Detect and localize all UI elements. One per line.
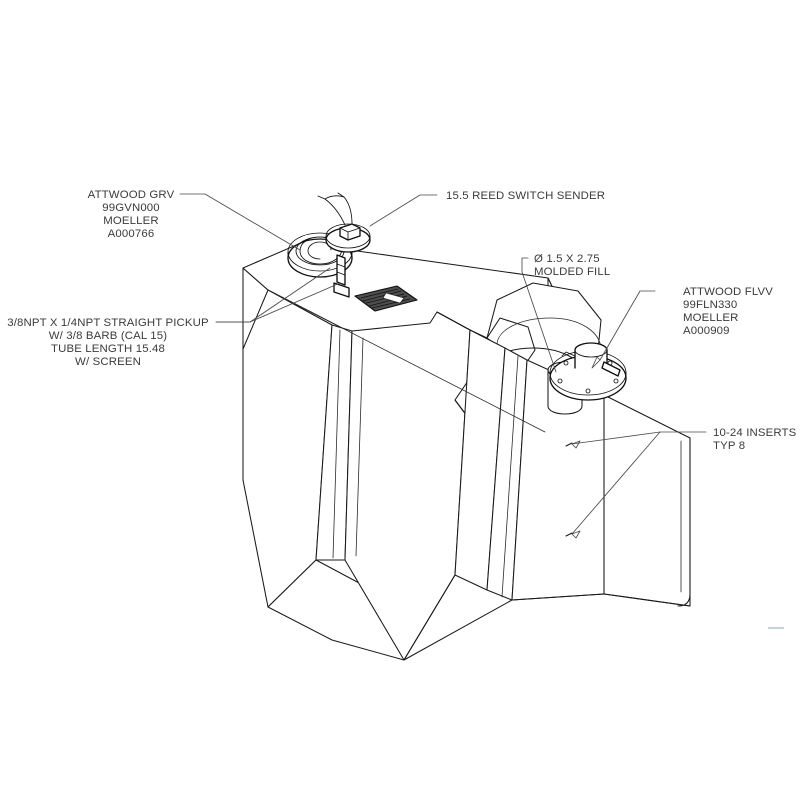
grv-line-2: 99GVN000 bbox=[102, 202, 160, 214]
inserts-line-2: TYP 8 bbox=[713, 440, 745, 452]
leader-pickup-branch bbox=[249, 267, 331, 323]
leader-flvv bbox=[599, 290, 656, 361]
sender-housing bbox=[339, 223, 361, 241]
straight-pickup-callout: 3/8NPT X 1/4NPT STRAIGHT PICKUP W/ 3/8 B… bbox=[7, 317, 209, 368]
tank-right-corner-radius bbox=[677, 437, 691, 607]
sender-wire-right bbox=[337, 192, 353, 225]
threaded-insert-lower bbox=[565, 532, 573, 537]
attwood-grv-callout: ATTWOOD GRV 99GVN000 MOELLER A000766 bbox=[88, 189, 175, 240]
molded-fill-line-2: MOLDED FILL bbox=[534, 266, 610, 278]
threaded-insert-upper bbox=[565, 442, 573, 447]
sender-flange-side bbox=[325, 235, 371, 241]
tank-rib-right-a-crease bbox=[501, 355, 519, 598]
grv-barb-foot bbox=[333, 282, 350, 298]
leader-inserts-lower bbox=[571, 431, 661, 535]
leader-flvv-arrow bbox=[591, 356, 601, 369]
molded-fill-line-1: Ø 1.5 X 2.75 bbox=[534, 253, 600, 265]
flvv-bolt-1 bbox=[557, 378, 563, 384]
flvv-line-2: 99FLN330 bbox=[683, 299, 737, 311]
leader-molded-fill bbox=[521, 257, 557, 373]
flvv-line-4: A000909 bbox=[683, 325, 730, 337]
tank-rib-left-crease bbox=[332, 329, 341, 559]
molded-fuel-tank-body bbox=[242, 242, 691, 661]
tank-right-outer-panel bbox=[603, 394, 691, 607]
flvv-flange-side bbox=[549, 372, 627, 379]
leader-inserts-upper bbox=[571, 431, 661, 445]
pickup-line-1: 3/8NPT X 1/4NPT STRAIGHT PICKUP bbox=[7, 317, 209, 329]
flvv-side-barb bbox=[601, 361, 621, 377]
insert-lower-mark bbox=[565, 532, 573, 537]
pickup-line-4: W/ SCREEN bbox=[75, 356, 141, 368]
tank-center-channel-seam bbox=[355, 337, 364, 557]
flvv-flange-fitting bbox=[549, 342, 627, 401]
tank-label-decal bbox=[354, 285, 418, 312]
leader-grv bbox=[179, 193, 301, 251]
decal-white-block bbox=[382, 292, 405, 304]
sender-wire-loop bbox=[324, 195, 345, 200]
tank-pocket-inner-wall bbox=[496, 317, 602, 351]
flvv-bolt-4 bbox=[563, 360, 569, 366]
sender-wire-left bbox=[317, 195, 346, 226]
grv-flange-side bbox=[287, 251, 353, 259]
pickup-line-3: TUBE LENGTH 15.48 bbox=[51, 343, 165, 355]
leader-sender bbox=[369, 194, 438, 227]
flvv-bolt-2 bbox=[585, 388, 591, 394]
pickup-line-2: W/ 3/8 BARB (CAL 15) bbox=[49, 330, 167, 342]
tank-bottom-edge-a bbox=[403, 574, 456, 661]
reed-switch-sender-callout: 15.5 REED SWITCH SENDER bbox=[446, 190, 605, 202]
inserts-line-1: 10-24 INSERTS bbox=[713, 427, 797, 439]
flvv-line-3: MOELLER bbox=[683, 312, 739, 324]
sender-housing-edges bbox=[339, 227, 361, 241]
grv-line-1: ATTWOOD GRV bbox=[88, 189, 175, 201]
grv-stem-ribs bbox=[336, 263, 346, 276]
flvv-tab bbox=[561, 351, 576, 357]
reed-switch-sender-fitting bbox=[317, 192, 371, 253]
flvv-bolt-3 bbox=[613, 378, 619, 384]
molded-fill-callout: Ø 1.5 X 2.75 MOLDED FILL bbox=[534, 253, 610, 278]
flvv-boss-top bbox=[574, 342, 608, 358]
tank-top-front-crease bbox=[267, 289, 546, 433]
insert-upper-mark bbox=[565, 442, 573, 447]
tank-bottom-edge-c bbox=[511, 593, 691, 607]
leader-inserts-upper-arrow bbox=[571, 440, 581, 449]
attwood-flvv-callout: ATTWOOD FLVV 99FLN330 MOELLER A000909 bbox=[683, 286, 773, 337]
grv-line-3: MOELLER bbox=[103, 215, 159, 227]
tank-bottom-edge-b bbox=[403, 599, 513, 661]
grv-line-4: A000766 bbox=[108, 228, 155, 240]
leader-inserts-lower-arrow bbox=[571, 530, 581, 539]
grv-stem bbox=[336, 254, 346, 286]
sender-line-1: 15.5 REED SWITCH SENDER bbox=[446, 190, 605, 202]
flvv-line-1: ATTWOOD FLVV bbox=[683, 286, 773, 298]
leader-lines bbox=[179, 193, 707, 539]
inserts-callout: 10-24 INSERTS TYP 8 bbox=[713, 427, 797, 452]
